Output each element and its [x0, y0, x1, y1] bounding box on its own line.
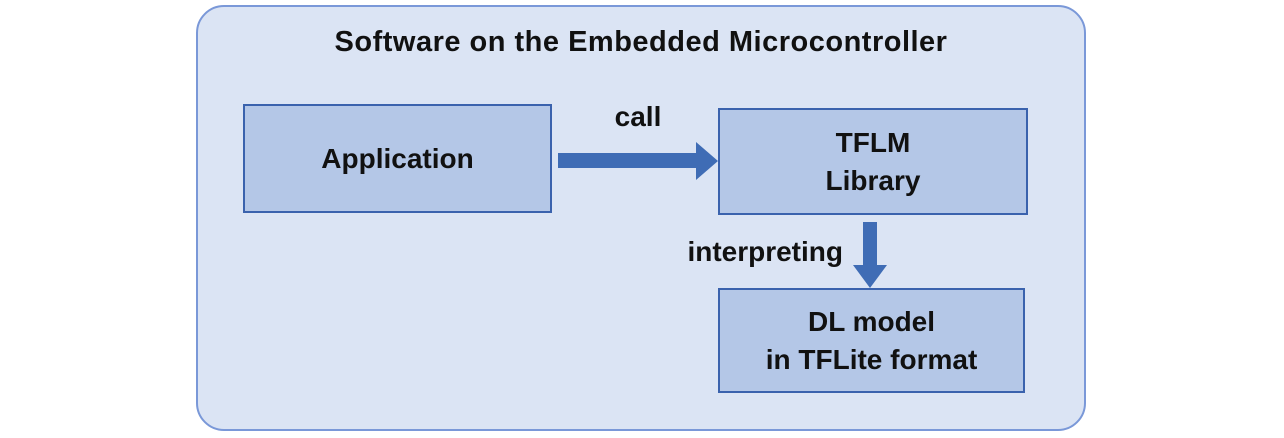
node-dl-model-label-line2: in TFLite format: [765, 343, 978, 375]
node-application: Application: [243, 104, 552, 213]
node-tflm-library-label-line2: Library: [825, 164, 921, 196]
node-tflm-library-label-line1: TFLM: [835, 126, 911, 158]
call-edge-label: call: [614, 101, 662, 132]
node-application-label: Application: [321, 142, 474, 174]
diagram-title: Software on the Embedded Microcontroller: [334, 26, 948, 58]
node-dl-model-label-line1: DL model: [807, 305, 936, 337]
node-dl-model: DL model in TFLite format: [718, 288, 1025, 393]
call-arrow-right-icon: [558, 142, 718, 180]
diagram-container: Software on the Embedded Microcontroller…: [196, 5, 1086, 431]
interpreting-edge-label: interpreting: [687, 236, 843, 267]
node-tflm-library: TFLM Library: [718, 108, 1028, 215]
interpreting-arrow-down-icon: [853, 222, 887, 288]
